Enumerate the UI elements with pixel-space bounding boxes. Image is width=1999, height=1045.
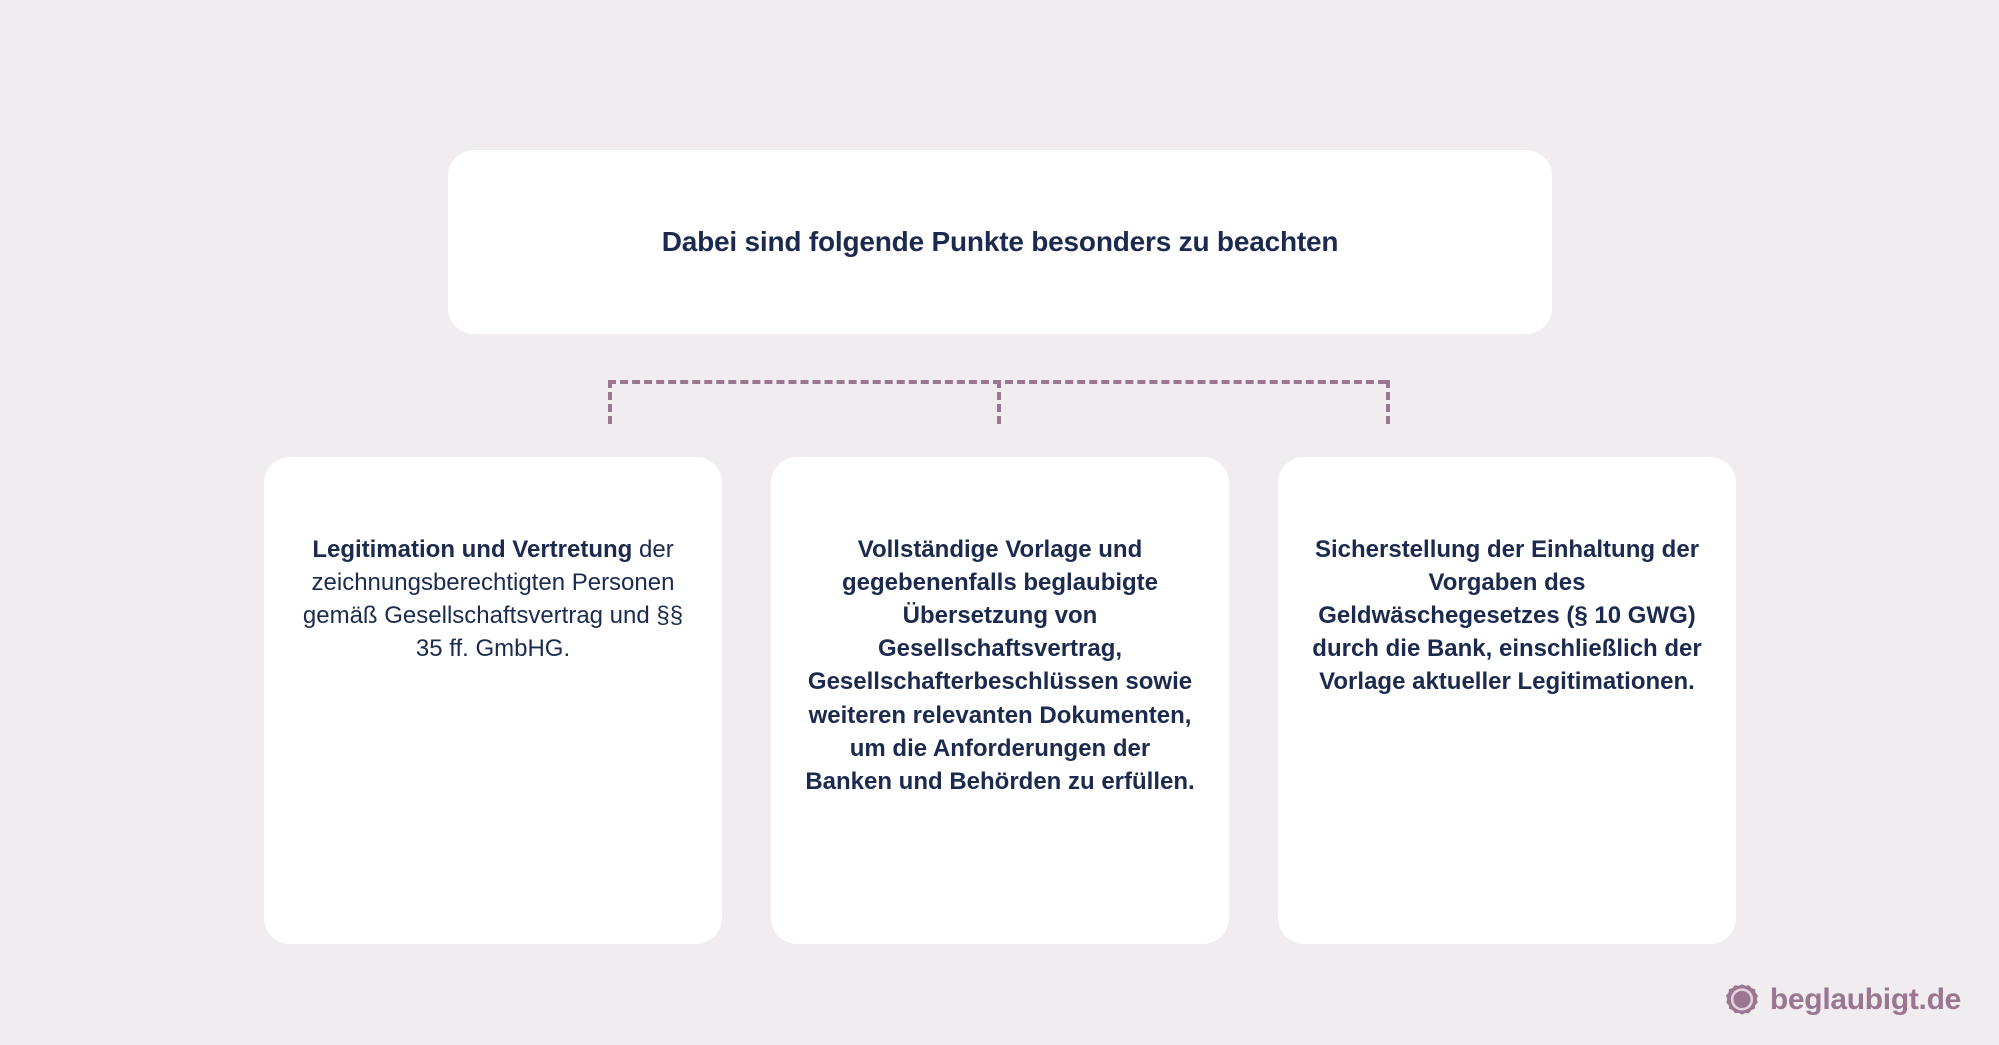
card-1-text: Legitimation und Vertretung der zeichnun… (298, 533, 688, 665)
content-card-3: Sicherstellung der Einhaltung der Vorgab… (1278, 457, 1736, 944)
card-3-rest: Sicherstellung der Einhaltung der Vorgab… (1312, 536, 1702, 696)
seal-badge-icon (1725, 984, 1758, 1015)
content-card-2: Vollständige Vorlage und gegebenenfalls … (771, 457, 1229, 944)
card-1-rest: der zeichnungsberechtigten Personen gemä… (302, 536, 684, 663)
connector-branch-center (997, 380, 1001, 424)
brand-logo-text: beglaubigt.de (1769, 983, 1961, 1016)
cards-row: Legitimation und Vertretung der zeichnun… (264, 457, 1736, 944)
card-3-text: Sicherstellung der Einhaltung der Vorgab… (1312, 533, 1702, 699)
connector-horizontal-line (608, 380, 1386, 384)
card-2-text: Vollständige Vorlage und gegebenenfalls … (805, 533, 1195, 798)
connector-branch-right (1386, 380, 1390, 424)
card-1-lead: Legitimation und Vertretung (312, 536, 633, 563)
connector-branch-left (608, 380, 612, 424)
page-title: Dabei sind folgende Punkte besonders zu … (661, 225, 1339, 257)
header-card: Dabei sind folgende Punkte besonders zu … (448, 150, 1552, 334)
card-2-rest: Vollständige Vorlage und gegebenenfalls … (805, 536, 1195, 795)
dashed-connector (600, 380, 1390, 425)
content-card-1: Legitimation und Vertretung der zeichnun… (264, 457, 722, 944)
brand-logo: beglaubigt.de (1725, 983, 1961, 1017)
